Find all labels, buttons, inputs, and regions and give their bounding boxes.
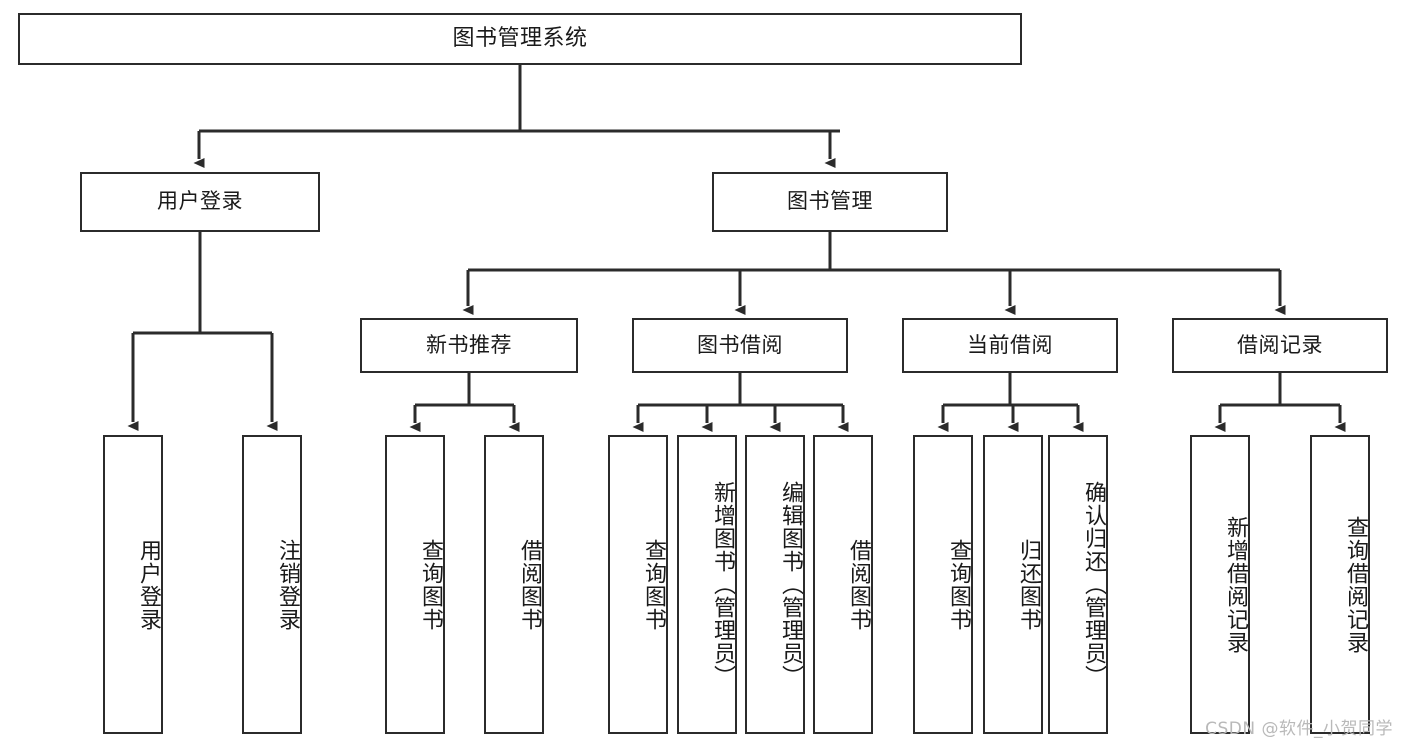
node-leaf-query-book-1-label: 查询图书 bbox=[418, 538, 443, 631]
node-leaf-borrow-book-2[interactable]: 借阅图书 bbox=[813, 435, 873, 734]
node-leaf-query-book-2-label: 查询图书 bbox=[641, 538, 666, 631]
node-leaf-user-login-label: 用户登录 bbox=[136, 538, 161, 631]
node-new-book-recommend[interactable]: 新书推荐 bbox=[360, 318, 578, 373]
node-leaf-edit-book[interactable]: 编辑图书（管理员） bbox=[745, 435, 805, 734]
node-leaf-borrow-book-2-label: 借阅图书 bbox=[846, 538, 871, 631]
node-leaf-user-login[interactable]: 用户登录 bbox=[103, 435, 163, 734]
node-leaf-query-record[interactable]: 查询借阅记录 bbox=[1310, 435, 1370, 734]
node-current-borrow[interactable]: 当前借阅 bbox=[902, 318, 1118, 373]
node-book-borrow[interactable]: 图书借阅 bbox=[632, 318, 848, 373]
node-new-book-recommend-label: 新书推荐 bbox=[426, 332, 512, 357]
node-leaf-query-book-3[interactable]: 查询图书 bbox=[913, 435, 973, 734]
node-leaf-query-book-1[interactable]: 查询图书 bbox=[385, 435, 445, 734]
node-borrow-record-label: 借阅记录 bbox=[1237, 332, 1323, 357]
node-leaf-confirm-return-label: 确认归还（管理员） bbox=[1081, 481, 1106, 688]
node-leaf-edit-book-label: 编辑图书（管理员） bbox=[778, 481, 803, 688]
node-root-label: 图书管理系统 bbox=[452, 25, 588, 51]
node-leaf-query-book-2[interactable]: 查询图书 bbox=[608, 435, 668, 734]
node-leaf-confirm-return[interactable]: 确认归还（管理员） bbox=[1048, 435, 1108, 734]
node-current-borrow-label: 当前借阅 bbox=[967, 332, 1053, 357]
node-leaf-query-book-3-label: 查询图书 bbox=[946, 538, 971, 631]
node-leaf-borrow-book-1-label: 借阅图书 bbox=[517, 538, 542, 631]
node-user-login-label: 用户登录 bbox=[157, 189, 243, 214]
node-leaf-query-record-label: 查询借阅记录 bbox=[1343, 515, 1368, 654]
node-leaf-add-book-label: 新增图书（管理员） bbox=[710, 481, 735, 688]
node-user-login[interactable]: 用户登录 bbox=[80, 172, 320, 232]
node-leaf-add-record[interactable]: 新增借阅记录 bbox=[1190, 435, 1250, 734]
node-root[interactable]: 图书管理系统 bbox=[18, 13, 1022, 65]
node-leaf-logout[interactable]: 注销登录 bbox=[242, 435, 302, 734]
node-leaf-borrow-book-1[interactable]: 借阅图书 bbox=[484, 435, 544, 734]
node-book-manage[interactable]: 图书管理 bbox=[712, 172, 948, 232]
node-leaf-return-book-label: 归还图书 bbox=[1016, 538, 1041, 631]
node-leaf-logout-label: 注销登录 bbox=[275, 538, 300, 631]
node-book-borrow-label: 图书借阅 bbox=[697, 332, 783, 357]
node-leaf-add-book[interactable]: 新增图书（管理员） bbox=[677, 435, 737, 734]
node-leaf-return-book[interactable]: 归还图书 bbox=[983, 435, 1043, 734]
node-leaf-add-record-label: 新增借阅记录 bbox=[1223, 515, 1248, 654]
node-borrow-record[interactable]: 借阅记录 bbox=[1172, 318, 1388, 373]
watermark: CSDN @软件_小贺同学 bbox=[1205, 719, 1393, 739]
node-book-manage-label: 图书管理 bbox=[787, 189, 873, 214]
